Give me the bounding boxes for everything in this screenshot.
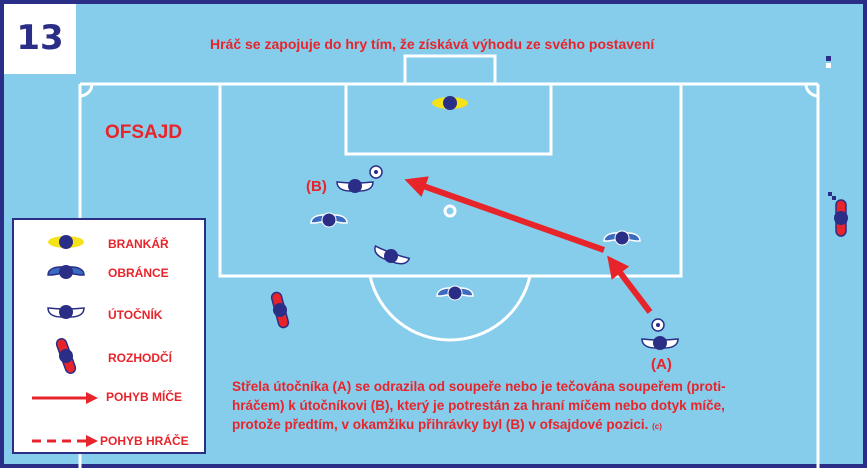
defender-icon: [310, 212, 348, 228]
attacker-icon: [374, 245, 411, 265]
ball-icon: [369, 165, 383, 179]
referee-icon: [55, 338, 77, 374]
attacker-a-icon: [641, 336, 679, 350]
diagram-title: Hráč se zapojuje do hry tím, že získává …: [210, 36, 655, 52]
page-number: 13: [16, 18, 64, 58]
copyright-note: (c): [652, 422, 662, 431]
goal-area: [344, 82, 553, 156]
corner-arc-right: [804, 83, 819, 98]
description-line-text: protože předtím, v okamžiku přihrávky by…: [232, 417, 649, 432]
corner-flag-icon: [826, 56, 831, 68]
defender-icon: [47, 265, 85, 279]
defender-icon: [436, 285, 474, 301]
penalty-arc: [368, 275, 532, 342]
legend-player-movement-label: POHYB HRÁČE: [100, 434, 189, 448]
ball-icon: [651, 318, 665, 332]
player-label-a: (A): [651, 356, 672, 373]
offside-heading: OFSAJD: [105, 122, 183, 143]
legend-ball-movement-label: POHYB MÍČE: [106, 390, 183, 404]
player-label-b: (B): [306, 178, 327, 195]
description-line: hráčem) k útočníkovi (B), který je potre…: [232, 398, 725, 413]
corner-flag-icon: [828, 192, 836, 200]
description-line: protože předtím, v okamžiku přihrávky by…: [232, 415, 812, 436]
page-number-box: 13: [4, 4, 76, 74]
legend-defender-label: OBRÁNCE: [108, 266, 169, 280]
description-line: Střela útočníka (A) se odrazila od soupe…: [232, 379, 726, 394]
ball-movement-arrow: [404, 176, 606, 253]
corner-arc-left: [79, 83, 94, 98]
referee-icon: [834, 199, 848, 237]
legend: BRANKÁŘ OBRÁNCE ÚTOČNÍK ROZHODČÍ POHYB M…: [12, 218, 206, 454]
ball-movement-arrow: [607, 255, 653, 314]
legend-attacker-label: ÚTOČNÍK: [108, 308, 163, 322]
penalty-spot: [443, 204, 457, 218]
attacker-icon: [47, 305, 85, 319]
legend-referee-label: ROZHODČÍ: [108, 351, 172, 365]
legend-symbols: [32, 235, 98, 447]
defender-icon: [603, 230, 641, 246]
goalkeeper-icon: [432, 96, 468, 110]
goalkeeper-icon: [48, 235, 84, 249]
description: Střela útočníka (A) se odrazila od soupe…: [232, 377, 812, 436]
referee-icon: [270, 291, 290, 329]
penalty-area: [218, 82, 683, 278]
goal: [403, 54, 497, 86]
attacker-b-icon: [336, 179, 374, 193]
legend-goalkeeper-label: BRANKÁŘ: [108, 237, 169, 251]
